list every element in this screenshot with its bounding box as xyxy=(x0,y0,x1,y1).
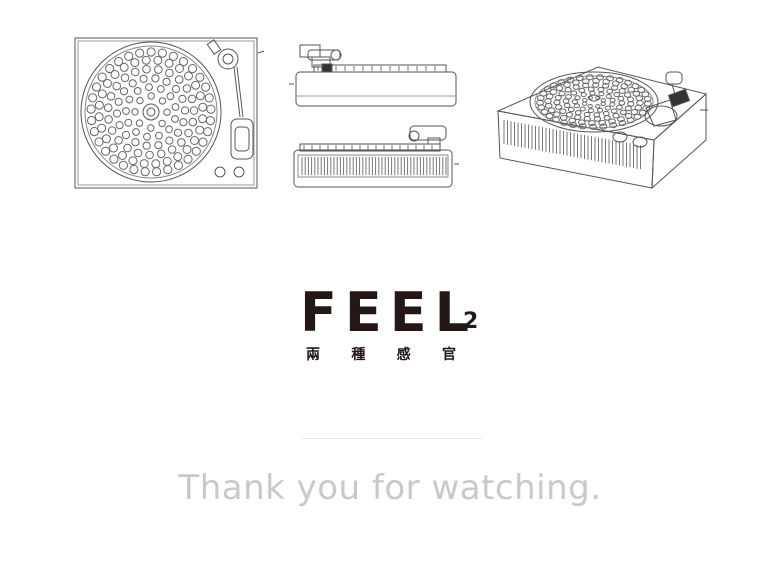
turntable-front-view-icon xyxy=(288,124,460,190)
turntable-top-view-icon xyxy=(74,37,266,191)
logo-title: FEEL xyxy=(300,281,478,344)
thank-you-text: Thank you for watching. xyxy=(178,468,602,508)
logo-chinese-subtitle: 兩 種 感 官 xyxy=(306,344,456,364)
logo-chinese-char: 種 xyxy=(351,347,366,363)
divider-line xyxy=(302,438,482,439)
logo-number: 2 xyxy=(463,309,479,334)
turntable-side-view-icon xyxy=(288,40,460,108)
turntable-isometric-icon xyxy=(494,64,716,190)
logo-chinese-char: 兩 xyxy=(306,347,320,363)
logo-chinese-char: 感 xyxy=(396,347,411,363)
logo-chinese-char: 官 xyxy=(441,347,456,363)
feel2-logo: FEEL 2 兩 種 感 官 xyxy=(300,281,490,364)
